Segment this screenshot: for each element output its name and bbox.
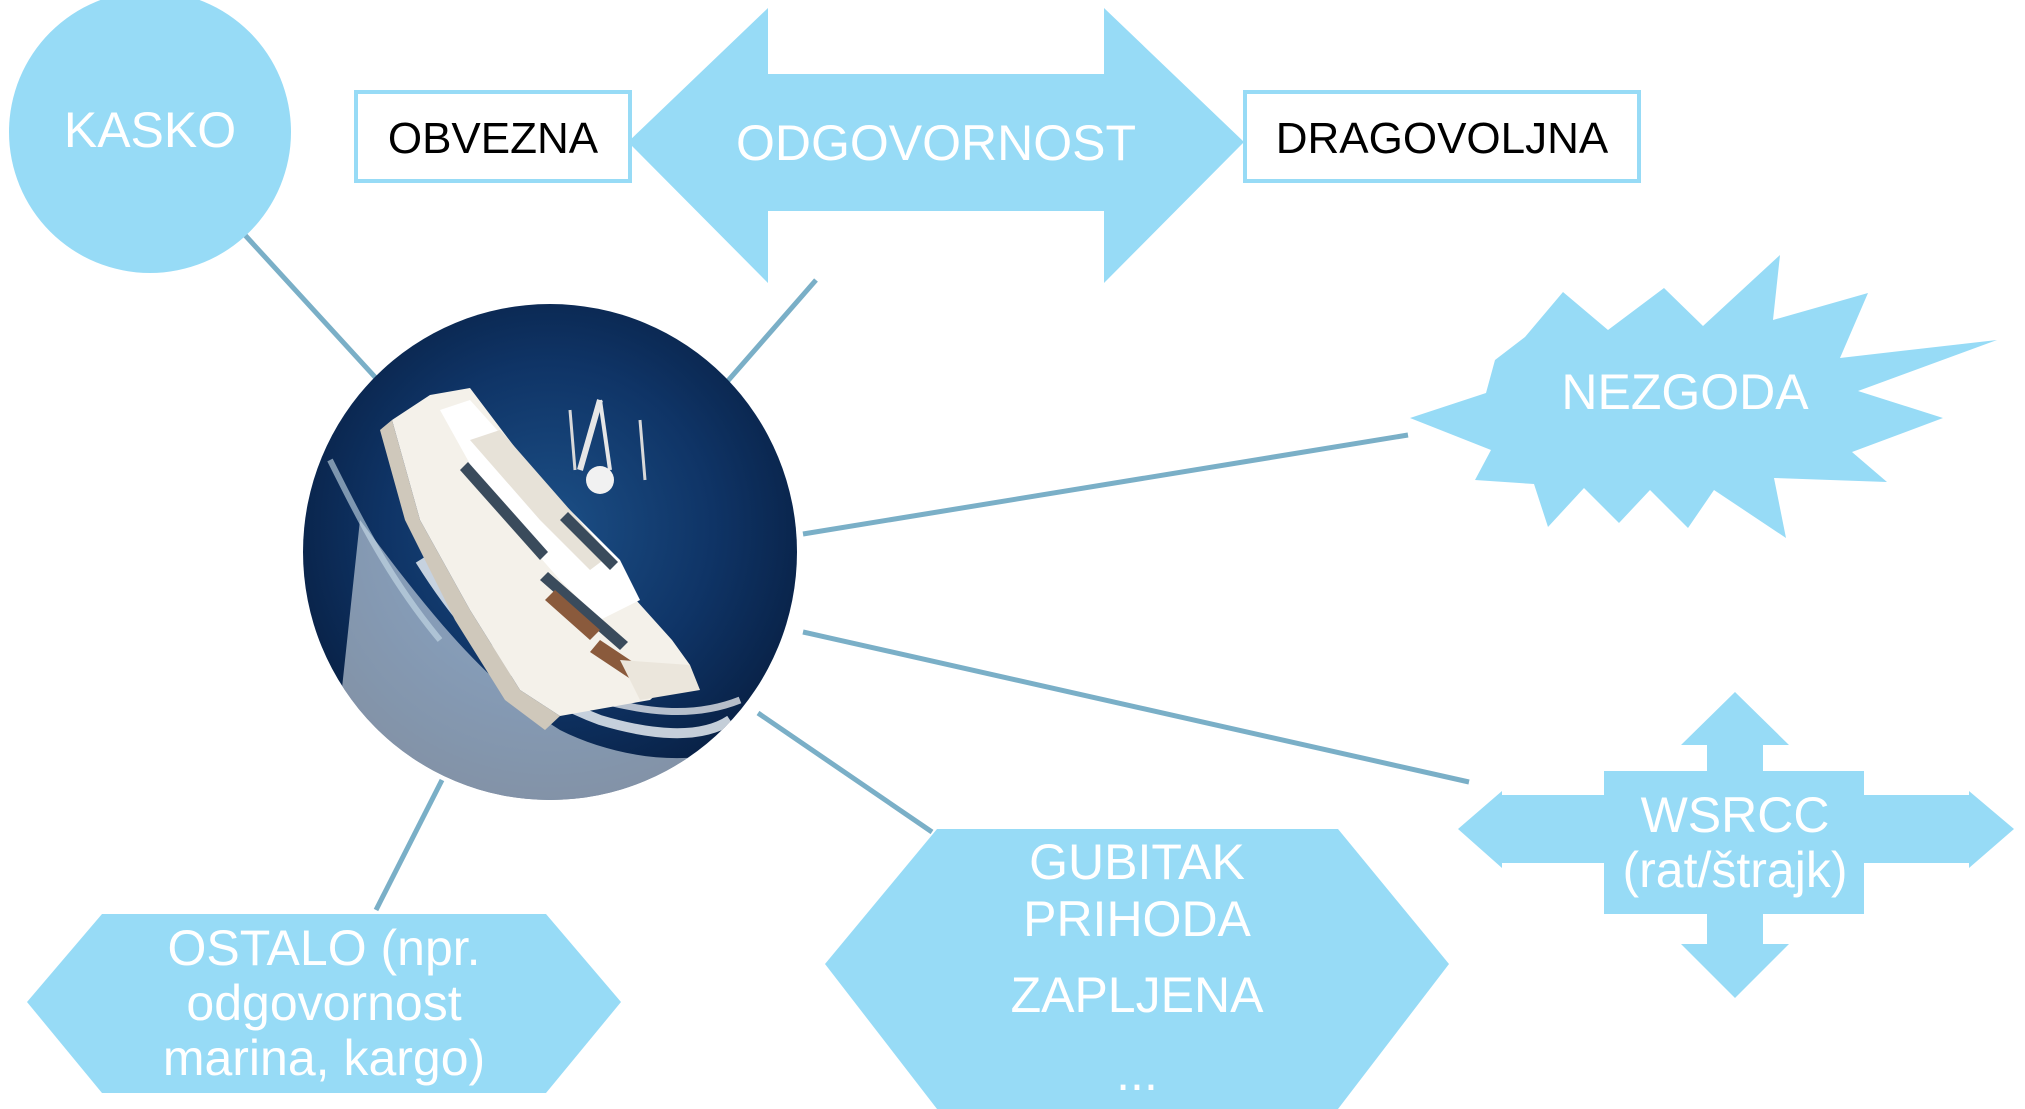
ostalo-label-line2: odgovornost bbox=[186, 975, 461, 1031]
gubitak-node: GUBITAK PRIHODA ZAPLJENA ... bbox=[825, 829, 1449, 1109]
gubitak-label-line3: ZAPLJENA bbox=[1011, 967, 1265, 1023]
ostalo-label-line3: marina, kargo) bbox=[163, 1030, 485, 1086]
kasko-circle bbox=[9, 0, 291, 273]
nezgoda-starburst bbox=[1410, 255, 1997, 538]
connector-lines bbox=[242, 232, 1470, 912]
gubitak-hexagon bbox=[825, 829, 1449, 1109]
connector-kasko bbox=[242, 232, 398, 402]
connector-ostalo bbox=[373, 778, 445, 912]
dragovoljna-label: DRAGOVOLJNA bbox=[1276, 114, 1609, 163]
obvezna-box bbox=[354, 90, 632, 183]
dragovoljna-node: DRAGOVOLJNA bbox=[1243, 90, 1641, 183]
connector-wsrcc bbox=[802, 629, 1470, 785]
obvezna-label: OBVEZNA bbox=[388, 114, 599, 163]
gubitak-label-line2: PRIHODA bbox=[1023, 891, 1251, 947]
gubitak-label-line1: GUBITAK bbox=[1029, 834, 1245, 890]
odgovornost-node: ODGOVORNOST bbox=[628, 8, 1244, 283]
obvezna-node: OBVEZNA bbox=[354, 90, 632, 183]
ostalo-node: OSTALO (npr. odgovornost marina, kargo) bbox=[27, 914, 621, 1093]
odgovornost-label: ODGOVORNOST bbox=[736, 115, 1136, 171]
ostalo-label-line1: OSTALO (npr. bbox=[167, 920, 480, 976]
odgovornost-arrow bbox=[628, 8, 1244, 283]
connector-odgovornost bbox=[710, 278, 818, 401]
wsrcc-node: WSRCC (rat/štrajk) bbox=[1458, 692, 2014, 998]
wsrcc-quad-arrow bbox=[1458, 692, 2014, 998]
nezgoda-label: NEZGODA bbox=[1561, 364, 1809, 420]
connector-gubitak bbox=[756, 710, 934, 835]
connector-nezgoda bbox=[802, 432, 1409, 537]
ostalo-hexagon bbox=[27, 914, 621, 1093]
kasko-node: KASKO bbox=[9, 0, 291, 273]
yacht-photo bbox=[303, 304, 797, 800]
wsrcc-label-line1: WSRCC bbox=[1641, 787, 1830, 843]
nezgoda-node: NEZGODA bbox=[1410, 255, 1997, 538]
kasko-label: KASKO bbox=[64, 102, 236, 158]
wsrcc-label-line2: (rat/štrajk) bbox=[1623, 842, 1848, 898]
dragovoljna-box bbox=[1243, 90, 1641, 183]
gubitak-label-line4: ... bbox=[1116, 1045, 1158, 1101]
